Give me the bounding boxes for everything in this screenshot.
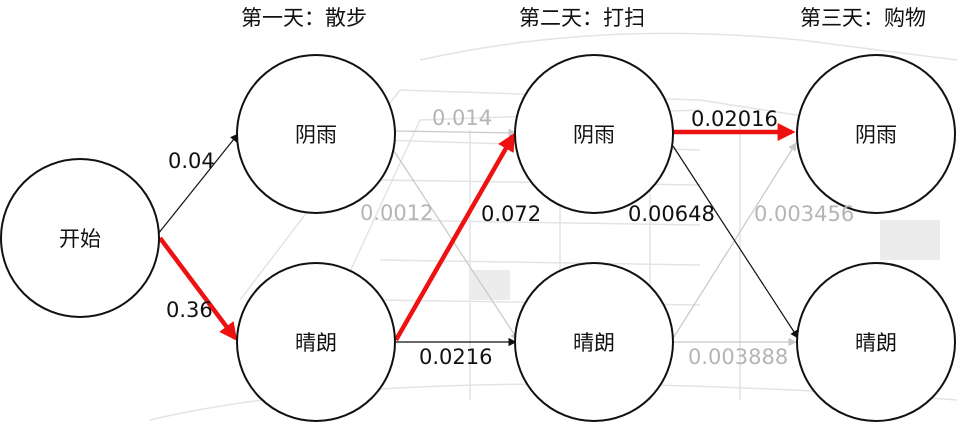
- node-d3-rain-label: 阴雨: [855, 123, 897, 147]
- node-d1-sun: [236, 262, 396, 422]
- node-d1-sun-label: 晴朗: [295, 331, 337, 355]
- edge-label-d1-rain-d2-sun: 0.0012: [360, 201, 434, 225]
- day-3-title: 第三天：购物: [800, 6, 926, 30]
- edge-d2-sun-d3-rain: [671, 142, 797, 341]
- edge-label-d2-rain-d3-rain: 0.02016: [691, 107, 778, 131]
- edge-label-d1-sun-d2-sun: 0.0216: [419, 345, 493, 369]
- edge-d1-rain-d2-rain: [395, 128, 517, 138]
- node-d2-rain: [514, 54, 674, 214]
- edge-label-d1-sun-d2-rain: 0.072: [481, 202, 542, 226]
- node-d1-rain: [236, 54, 396, 214]
- node-d3-rain: [796, 54, 956, 214]
- edge-label-d1-rain-d2-rain: 0.014: [432, 106, 493, 130]
- edge-d2-rain-d3-sun: [672, 145, 799, 339]
- best-edge-d1-sun-d2-rain: [394, 132, 515, 342]
- edge-label-start-d1-rain: 0.04: [168, 149, 215, 173]
- node-start-label: 开始: [59, 227, 101, 251]
- node-d3-sun: [796, 262, 956, 422]
- node-d2-sun: [514, 262, 674, 422]
- edge-label-d2-sun-d3-rain: 0.003456: [754, 202, 855, 226]
- node-d2-sun-label: 晴朗: [573, 331, 615, 355]
- edge-label-d2-rain-d3-sun: 0.00648: [628, 202, 715, 226]
- node-d1-rain-label: 阴雨: [295, 123, 337, 147]
- node-start: [0, 158, 160, 318]
- node-d3-sun-label: 晴朗: [855, 331, 897, 355]
- day-2-title: 第二天：打扫: [519, 6, 645, 30]
- edge-label-d2-sun-d3-sun: 0.003888: [688, 345, 789, 369]
- best-edge-start-d1-sun: [158, 236, 238, 341]
- edge-label-start-d1-sun: 0.36: [166, 298, 213, 322]
- edge-d1-rain-d2-sun: [391, 147, 519, 341]
- edge-start-d1-rain: [157, 133, 239, 235]
- node-d2-rain-label: 阴雨: [573, 123, 615, 147]
- day-1-title: 第一天：散步: [241, 6, 367, 30]
